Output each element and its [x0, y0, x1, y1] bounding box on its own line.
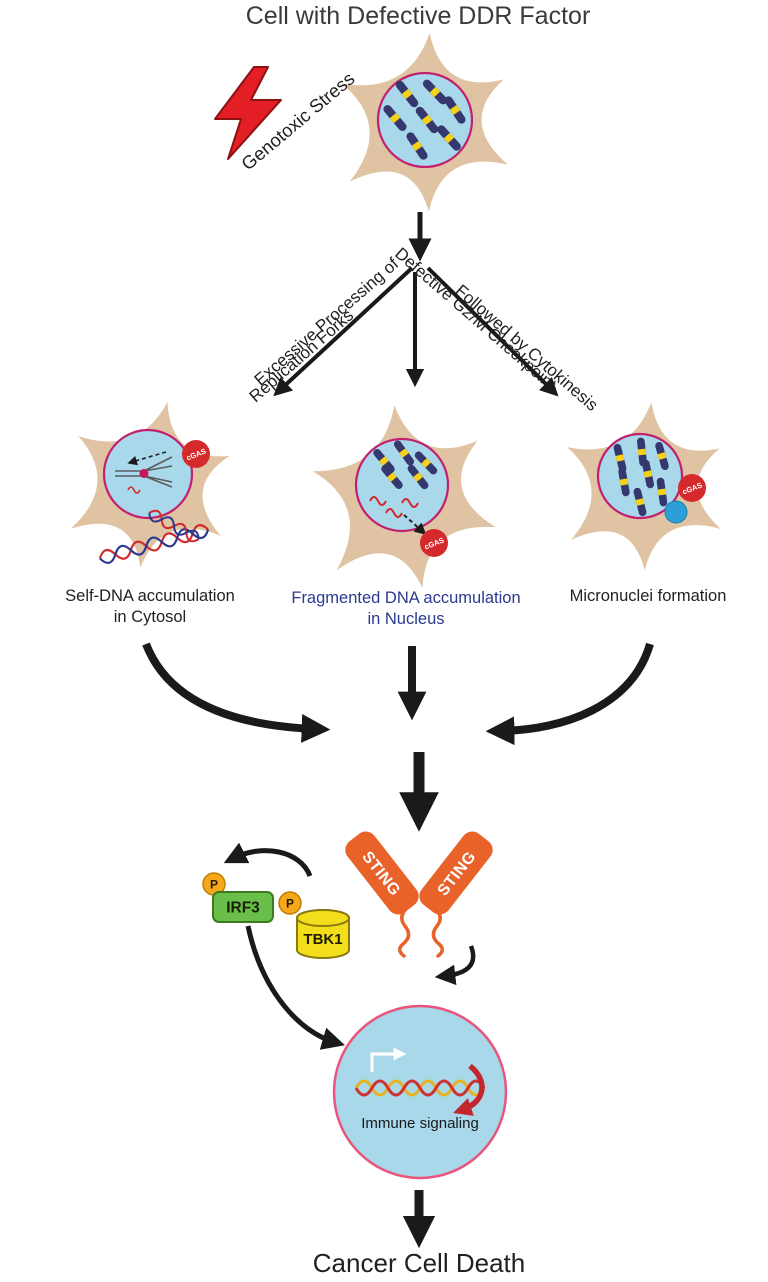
cgas-icon	[420, 529, 448, 557]
branch-right-label-2: Followed by Cytokinesis	[452, 281, 602, 415]
cancer-cell-death-label: Cancer Cell Death	[313, 1248, 525, 1278]
phospho-icon	[278, 891, 302, 915]
dna-fragment-icon	[385, 508, 403, 518]
irf3-complex: P IRF3 P	[202, 872, 302, 923]
irf3-box	[212, 891, 274, 923]
phospho-label: P	[286, 897, 294, 911]
feedback-arrow-icon	[453, 1063, 485, 1116]
converge-arrow-left	[142, 642, 331, 743]
caption-nucleus-1: Fragmented DNA accumulation	[291, 589, 520, 607]
tbk1-label: TBK1	[303, 931, 342, 948]
cytosol-dna-helix	[148, 509, 200, 543]
transcription-start-arrow	[370, 1047, 407, 1072]
sting-tail-icon	[398, 904, 411, 958]
tbk1-cylinder-top	[296, 909, 350, 927]
dna-fragment-icon	[401, 498, 419, 508]
cell-self-dna-cytosol	[54, 385, 246, 583]
cgas-icon	[182, 440, 210, 468]
immune-signaling-node: Immune signaling	[332, 1004, 508, 1180]
tbk1-cylinder: TBK1	[296, 909, 350, 959]
cell-fragmented-dna-nucleus	[306, 395, 502, 599]
cell-micronuclei	[556, 395, 732, 577]
sting-left-arm: STING	[345, 831, 419, 915]
caption-cytosol-2: in Cytosol	[114, 608, 186, 626]
fork-protein-icon	[139, 469, 149, 478]
replication-fork-icon	[115, 456, 173, 488]
micronucleus-icon	[664, 500, 688, 524]
caption-micronuclei: Micronuclei formation	[570, 587, 727, 605]
dna-helix-icon	[354, 1079, 486, 1097]
cell-defective-ddr	[335, 28, 515, 216]
dna-fragment-icon	[369, 496, 387, 506]
diagram-title: Cell with Defective DDR Factor	[246, 2, 591, 30]
phosphorylation-arrow	[223, 842, 313, 878]
immune-circle	[332, 1004, 508, 1180]
sting-right-arm: STING	[419, 831, 493, 915]
sting-cycle-arrow	[434, 945, 476, 986]
fork-regression-arrow	[127, 451, 167, 466]
arrow-branch-right	[426, 266, 559, 397]
irf3-to-immune-arrow	[245, 925, 346, 1050]
lightning-bolt-icon	[214, 66, 282, 160]
arrow-branch-left	[273, 266, 414, 397]
branch-left-label-2: Replication Forks	[246, 306, 358, 406]
caption-nucleus-2: in Nucleus	[367, 610, 444, 628]
cgas-icon	[678, 474, 706, 502]
irf3-label: IRF3	[226, 900, 260, 917]
cytosol-dna-helix	[98, 524, 210, 564]
sting-dimer: STING STING	[345, 831, 493, 986]
phospho-label: P	[210, 878, 218, 892]
converge-arrow-right	[485, 642, 654, 746]
caption-cytosol-1: Self-DNA accumulation	[65, 587, 235, 605]
sting-tail-icon	[431, 904, 444, 958]
dna-fragment-icon	[127, 486, 141, 494]
immune-signaling-label: Immune signaling	[361, 1115, 479, 1132]
